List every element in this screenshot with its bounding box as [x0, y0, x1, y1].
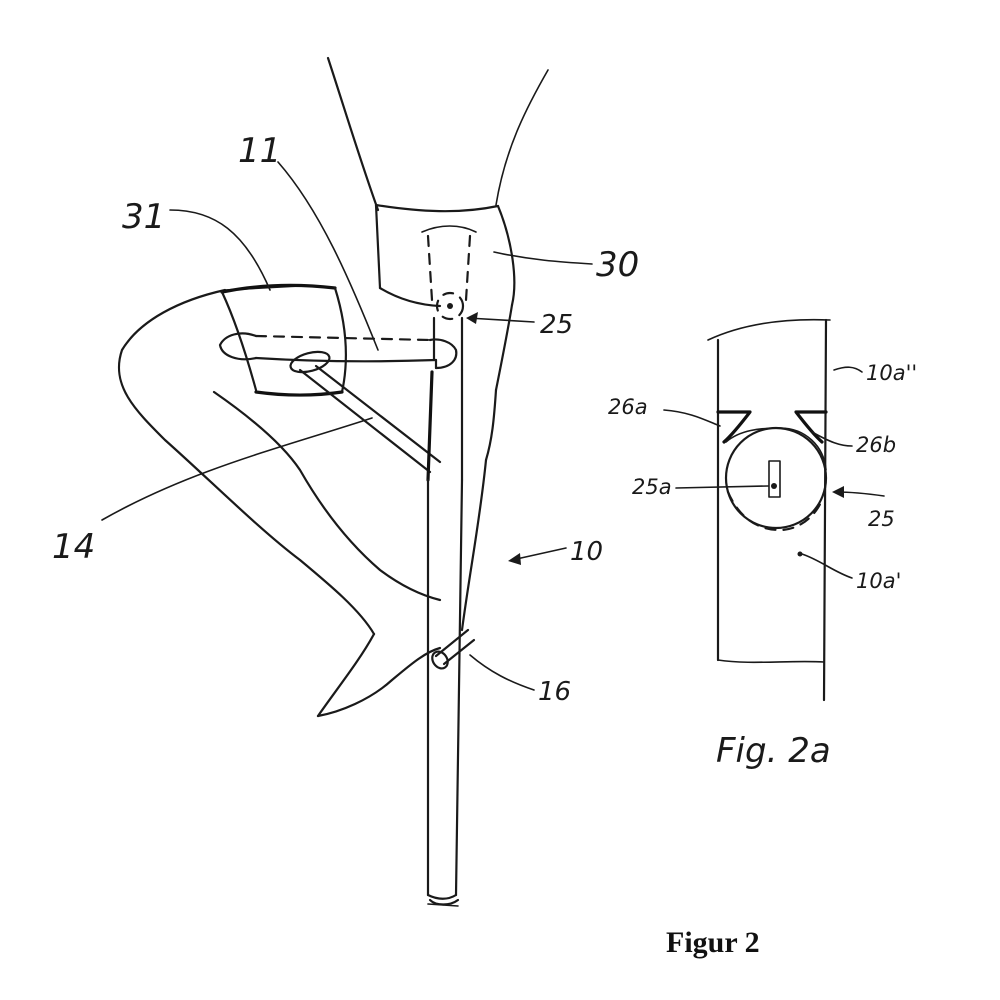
- ref-label-31: 31: [122, 197, 165, 237]
- ref-label-10a-pp-group: 10a'': [833, 361, 917, 385]
- ref-label-14: 14: [52, 527, 95, 567]
- ref-label-30: 30: [596, 245, 639, 285]
- figure-caption: Figur 2: [666, 926, 760, 959]
- ref-label-10a-p: 10a': [856, 569, 901, 593]
- ref-label-25-detail-group: 25: [832, 486, 895, 531]
- ref-label-16: 16: [538, 677, 571, 707]
- strut-11: [254, 338, 458, 370]
- ref-label-10a-p-group: 10a': [797, 551, 901, 593]
- ref-label-26b: 26b: [856, 433, 896, 457]
- detail-caption: Fig. 2a: [716, 731, 831, 771]
- bent-leg-outline: [117, 285, 442, 718]
- ref-label-10: 10: [570, 537, 603, 567]
- ref-label-14-group: 14: [52, 417, 373, 567]
- ref-label-11: 11: [238, 131, 281, 171]
- ref-label-25a: 25a: [632, 475, 672, 499]
- ref-label-26a: 26a: [608, 395, 648, 419]
- thigh-cuff-30: [374, 203, 516, 308]
- thigh-outline: [326, 56, 549, 212]
- support-bar-10: [426, 316, 464, 907]
- ref-label-10a-pp: 10a'': [866, 361, 917, 385]
- detail-view-2a: [707, 318, 831, 702]
- ref-label-25-group: 25: [466, 310, 573, 340]
- ref-label-16-group: 16: [469, 654, 571, 707]
- knee-joint-25: [435, 291, 465, 321]
- ref-label-25-detail: 25: [868, 507, 895, 531]
- ref-label-26a-group: 26a: [608, 395, 721, 427]
- ref-label-25: 25: [540, 310, 573, 340]
- peg-16: [431, 628, 476, 670]
- ref-label-11-group: 11: [238, 131, 379, 351]
- knee-cuff-31: [218, 283, 432, 397]
- shank-outline: [460, 303, 514, 632]
- ref-label-31-group: 31: [122, 197, 271, 291]
- ref-label-30-group: 30: [493, 245, 639, 285]
- ref-label-25a-group: 25a: [632, 475, 769, 499]
- ref-label-10-group: 10: [508, 537, 603, 567]
- ref-label-26b-group: 26b: [811, 431, 896, 457]
